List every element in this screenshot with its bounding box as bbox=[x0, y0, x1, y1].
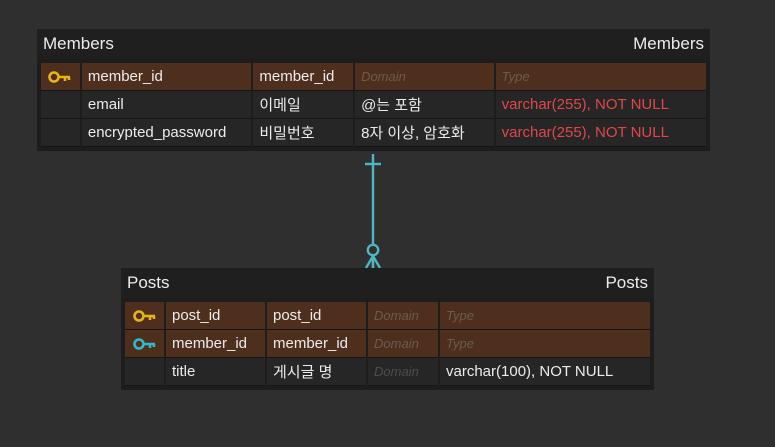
column-domain: Domain bbox=[368, 330, 438, 358]
crowsfoot-many-marker bbox=[364, 255, 382, 269]
column-physical-name: 게시글 명 bbox=[267, 358, 366, 386]
members-column-encrypted-password[interactable]: encrypted_password 비밀번호 8자 이상, 암호화 varch… bbox=[41, 119, 706, 147]
column-physical-name: 비밀번호 bbox=[253, 119, 354, 147]
column-physical-name: member_id bbox=[267, 330, 366, 358]
members-column-email[interactable]: email 이메일 @는 포함 varchar(255), NOT NULL bbox=[41, 91, 706, 119]
members-entity-header[interactable]: Members Members bbox=[37, 29, 710, 59]
column-logical-name: member_id bbox=[81, 63, 252, 91]
column-logical-name: member_id bbox=[166, 330, 265, 358]
relationship-line[interactable] bbox=[355, 150, 395, 272]
column-physical-name: member_id bbox=[253, 63, 354, 91]
foreign-key-icon bbox=[125, 330, 164, 358]
column-type: varchar(255), NOT NULL bbox=[495, 119, 706, 147]
posts-column-post-id[interactable]: post_id post_id Domain Type bbox=[125, 302, 650, 330]
column-type: Type bbox=[440, 302, 650, 330]
column-logical-name: email bbox=[81, 91, 252, 119]
posts-logical-name: Posts bbox=[127, 273, 170, 292]
members-entity[interactable]: Members Members member_id member_id Doma… bbox=[37, 29, 710, 151]
posts-entity[interactable]: Posts Posts post_id post_id Domain Type bbox=[121, 268, 654, 390]
column-domain: Domain bbox=[368, 302, 438, 330]
column-type: varchar(100), NOT NULL bbox=[440, 358, 650, 386]
posts-physical-name: Posts bbox=[605, 273, 648, 292]
column-domain: 8자 이상, 암호화 bbox=[355, 119, 494, 147]
column-domain: Domain bbox=[355, 63, 494, 91]
column-logical-name: post_id bbox=[166, 302, 265, 330]
column-domain: @는 포함 bbox=[355, 91, 494, 119]
column-logical-name: encrypted_password bbox=[81, 119, 252, 147]
column-physical-name: post_id bbox=[267, 302, 366, 330]
column-physical-name: 이메일 bbox=[253, 91, 354, 119]
column-type: varchar(255), NOT NULL bbox=[495, 91, 706, 119]
zero-marker bbox=[366, 243, 380, 257]
primary-key-icon bbox=[41, 63, 80, 91]
column-domain: Domain bbox=[368, 358, 438, 386]
posts-columns: post_id post_id Domain Type member_id me… bbox=[121, 298, 654, 390]
members-logical-name: Members bbox=[43, 34, 114, 53]
members-column-member-id[interactable]: member_id member_id Domain Type bbox=[41, 63, 706, 91]
column-logical-name: title bbox=[166, 358, 265, 386]
column-type: Type bbox=[495, 63, 706, 91]
posts-column-member-id[interactable]: member_id member_id Domain Type bbox=[125, 330, 650, 358]
posts-column-title[interactable]: title 게시글 명 Domain varchar(100), NOT NUL… bbox=[125, 358, 650, 386]
key-cell-empty bbox=[41, 119, 80, 147]
primary-key-icon bbox=[125, 302, 164, 330]
column-type: Type bbox=[440, 330, 650, 358]
members-physical-name: Members bbox=[633, 34, 704, 53]
key-cell-empty bbox=[41, 91, 80, 119]
posts-entity-header[interactable]: Posts Posts bbox=[121, 268, 654, 298]
key-cell-empty bbox=[125, 358, 164, 386]
members-columns: member_id member_id Domain Type email 이메… bbox=[37, 59, 710, 151]
